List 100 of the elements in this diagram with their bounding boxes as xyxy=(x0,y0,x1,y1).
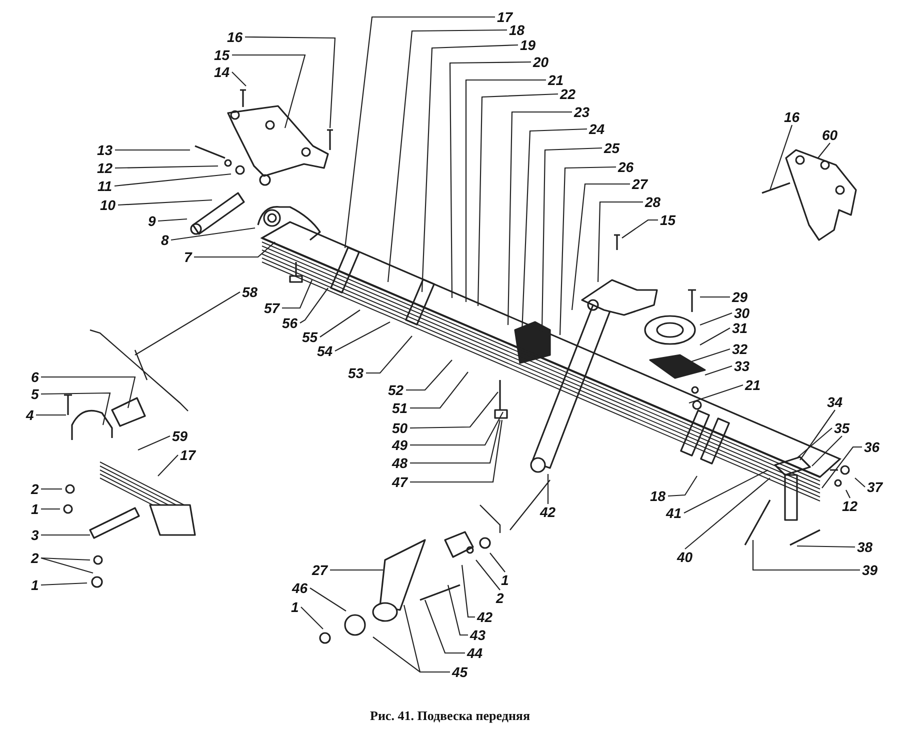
leader-line xyxy=(854,478,866,488)
callout-number: 27 xyxy=(631,177,649,191)
leader-line xyxy=(232,72,246,86)
leader-line xyxy=(559,166,616,336)
callout-number: 38 xyxy=(856,540,874,554)
leader-line xyxy=(40,557,94,574)
callout-number: 27 xyxy=(311,563,329,577)
leader-line xyxy=(822,446,862,488)
leader-line xyxy=(597,201,643,282)
leader-line xyxy=(387,29,507,282)
leader-line xyxy=(700,312,732,326)
callout-number: 31 xyxy=(731,321,749,335)
callout-number: 51 xyxy=(391,401,409,415)
callout-number: 26 xyxy=(617,160,635,174)
callout-number: 9 xyxy=(147,214,157,228)
leader-line xyxy=(812,436,842,466)
callout-number: 19 xyxy=(519,38,537,52)
leader-line xyxy=(344,16,495,248)
callout-number: 43 xyxy=(469,628,487,642)
callout-number: 10 xyxy=(99,198,117,212)
leader-line xyxy=(118,199,212,206)
leader-line xyxy=(158,454,178,476)
callout-number: 11 xyxy=(96,179,114,193)
callout-number: 50 xyxy=(391,421,409,435)
leader-line xyxy=(158,218,188,222)
leader-line xyxy=(114,165,218,169)
leader-line xyxy=(300,606,324,630)
callout-number: 13 xyxy=(96,143,114,157)
callout-number: 17 xyxy=(179,448,197,462)
callout-number: 44 xyxy=(466,646,484,660)
callout-number: 37 xyxy=(866,480,884,494)
leader-line xyxy=(282,280,312,309)
leader-line xyxy=(40,557,90,561)
callout-number: 60 xyxy=(821,128,839,142)
callout-number: 55 xyxy=(301,330,319,344)
callout-number: 57 xyxy=(263,301,281,315)
callout-number: 3 xyxy=(30,528,40,542)
callout-number: 18 xyxy=(649,489,667,503)
callout-number: 15 xyxy=(659,213,677,227)
leader-line xyxy=(330,569,383,571)
leader-line xyxy=(170,227,256,241)
leader-line xyxy=(690,348,730,363)
callout-number: 41 xyxy=(665,506,683,520)
callout-number: 30 xyxy=(733,306,751,320)
leader-line xyxy=(134,292,240,356)
leader-line xyxy=(752,540,860,571)
callout-number: 42 xyxy=(539,505,557,519)
callout-number: 14 xyxy=(213,65,231,79)
leader-line xyxy=(688,384,744,404)
leader-line xyxy=(818,142,830,158)
leader-line xyxy=(41,392,111,426)
leader-line xyxy=(769,124,793,190)
leader-line xyxy=(36,414,66,416)
callout-number: 42 xyxy=(476,610,494,624)
callout-number: 2 xyxy=(30,551,40,565)
callout-number: 54 xyxy=(316,344,334,358)
leader-line xyxy=(114,173,232,187)
callout-number: 45 xyxy=(451,665,469,679)
leader-line xyxy=(366,336,412,374)
leader-line xyxy=(476,560,500,590)
leader-line xyxy=(684,470,768,514)
leader-line xyxy=(410,420,503,483)
leader-line xyxy=(449,61,531,298)
leader-line xyxy=(477,93,558,306)
leader-line xyxy=(800,410,836,460)
callout-number: 40 xyxy=(676,550,694,564)
callout-number: 39 xyxy=(861,563,879,577)
callout-number: 58 xyxy=(241,285,259,299)
callout-number: 1 xyxy=(290,600,300,614)
leader-line xyxy=(700,296,730,298)
callout-number: 21 xyxy=(547,73,565,87)
callout-number: 2 xyxy=(495,591,505,605)
leader-line xyxy=(507,111,572,326)
callout-number: 5 xyxy=(30,387,40,401)
leader-line xyxy=(668,476,698,497)
callout-number: 29 xyxy=(731,290,749,304)
leader-line xyxy=(40,582,88,586)
leader-line xyxy=(846,490,850,498)
leader-line xyxy=(310,588,346,612)
callout-number: 12 xyxy=(96,161,114,175)
callout-number: 20 xyxy=(532,55,550,69)
leader-line xyxy=(684,478,770,550)
callout-number: 53 xyxy=(347,366,365,380)
callout-number: 52 xyxy=(387,383,405,397)
leader-line xyxy=(138,436,170,450)
callout-number: 34 xyxy=(826,395,844,409)
leader-line xyxy=(461,564,475,618)
leader-line xyxy=(334,322,390,352)
leader-line xyxy=(410,412,504,446)
callout-number: 2 xyxy=(30,482,40,496)
callout-number: 16 xyxy=(226,30,244,44)
callout-number: 47 xyxy=(391,475,409,489)
callout-number: 24 xyxy=(588,122,606,136)
callout-number: 48 xyxy=(391,456,409,470)
callout-number: 32 xyxy=(731,342,749,356)
leader-line xyxy=(194,242,276,258)
leader-line xyxy=(447,584,468,636)
leader-line xyxy=(700,328,730,346)
leader-line xyxy=(797,545,855,548)
callout-number: 59 xyxy=(171,429,189,443)
